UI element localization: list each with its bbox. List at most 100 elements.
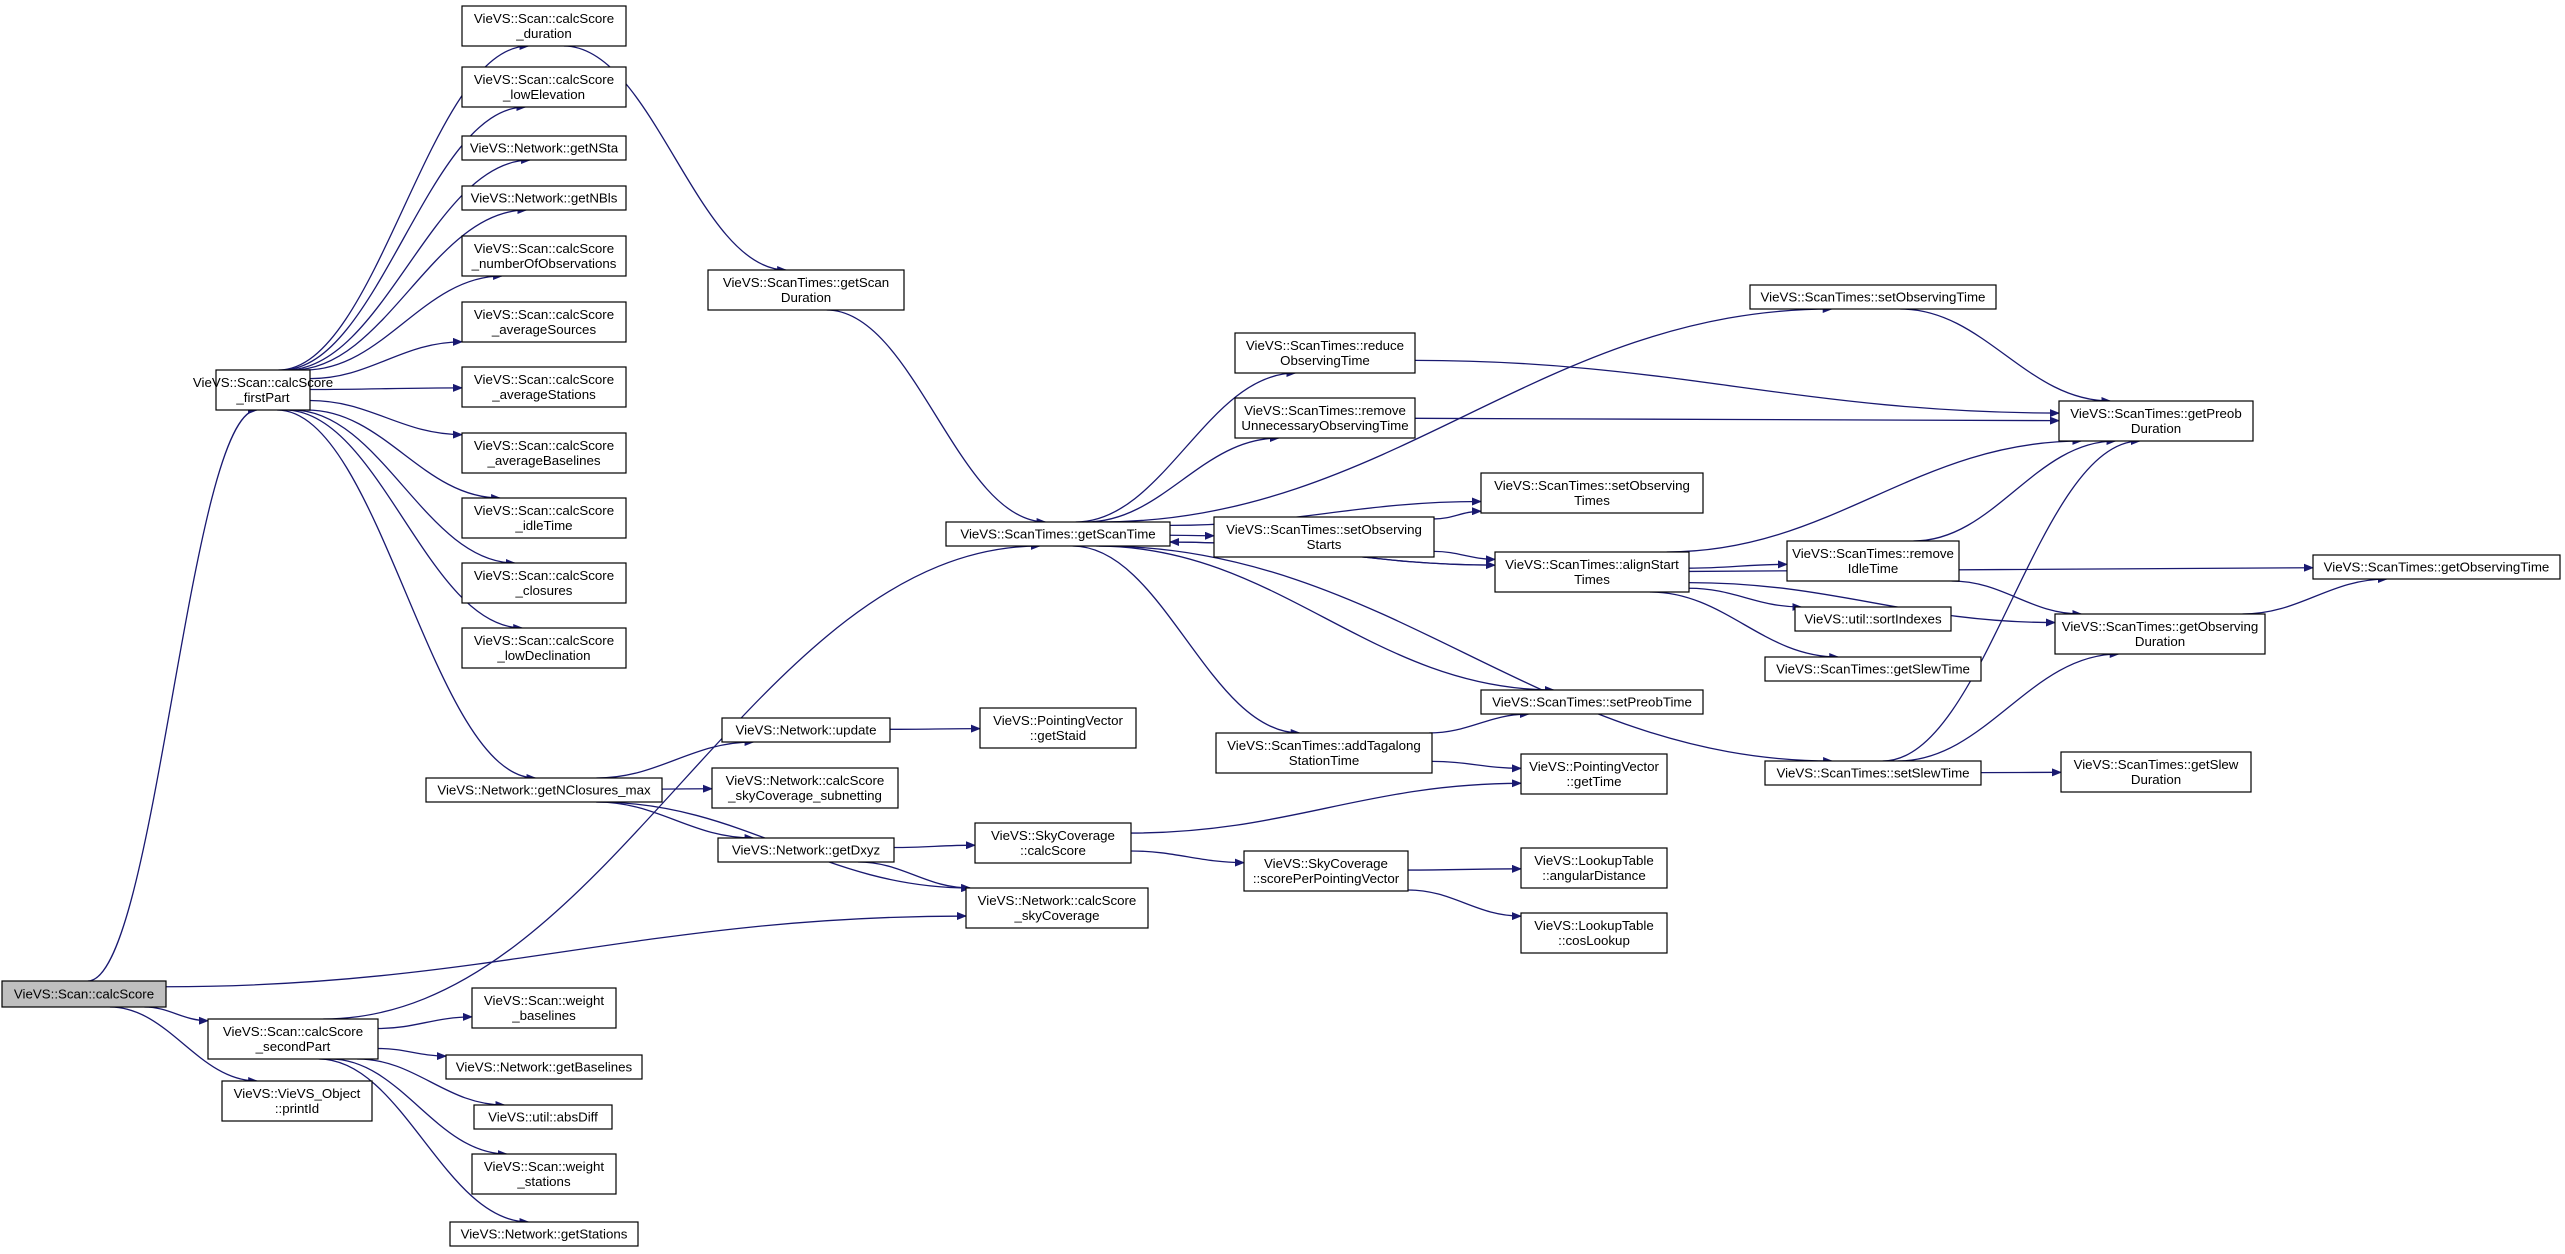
graph-node[interactable]: VieVS::Scan::calcScore_numberOfObservati… <box>461 235 627 277</box>
node-box[interactable] <box>965 887 1149 929</box>
graph-node[interactable]: VieVS::Network::getBaselines <box>445 1054 643 1080</box>
node-box[interactable] <box>1480 472 1704 514</box>
node-box[interactable] <box>1 980 167 1008</box>
graph-node[interactable]: VieVS::Network::getStations <box>449 1221 639 1247</box>
graph-node[interactable]: VieVS::Network::calcScore_skyCoverage <box>965 887 1149 929</box>
node-box[interactable] <box>461 235 627 277</box>
node-box[interactable] <box>1749 284 1997 310</box>
node-box[interactable] <box>721 717 891 743</box>
node-box[interactable] <box>1480 689 1704 715</box>
graph-node[interactable]: VieVS::PointingVector::getTime <box>1520 753 1668 795</box>
graph-node[interactable]: VieVS::util::absDiff <box>473 1104 613 1130</box>
node-box[interactable] <box>974 822 1132 864</box>
node-box[interactable] <box>461 301 627 343</box>
node-box[interactable] <box>1520 912 1668 954</box>
node-box[interactable] <box>461 562 627 604</box>
node-box[interactable] <box>461 185 627 211</box>
graph-node[interactable]: VieVS::Scan::calcScore <box>1 980 167 1008</box>
node-box[interactable] <box>1520 753 1668 795</box>
node-box[interactable] <box>717 837 895 863</box>
graph-node[interactable]: VieVS::ScanTimes::getSlewTime <box>1764 656 1982 682</box>
node-box[interactable] <box>1234 332 1416 374</box>
node-box[interactable] <box>461 432 627 474</box>
node-box[interactable] <box>1215 732 1433 774</box>
graph-node[interactable]: VieVS::ScanTimes::removeUnnecessaryObser… <box>1234 397 1416 439</box>
node-box[interactable] <box>1786 540 1960 582</box>
graph-node[interactable]: VieVS::ScanTimes::setSlewTime <box>1764 760 1982 786</box>
node-box[interactable] <box>1494 551 1690 593</box>
node-box[interactable] <box>461 627 627 669</box>
edge-n36-n40 <box>1913 437 2117 542</box>
node-box[interactable] <box>1794 606 1952 632</box>
node-box[interactable] <box>1213 516 1435 558</box>
graph-node[interactable]: VieVS::Network::calcScore_skyCoverage_su… <box>711 767 899 809</box>
node-box[interactable] <box>461 366 627 408</box>
graph-node[interactable]: VieVS::VieVS_Object::printId <box>221 1080 373 1122</box>
node-box[interactable] <box>1234 397 1416 439</box>
node-box[interactable] <box>461 5 627 47</box>
node-box[interactable] <box>1764 656 1982 682</box>
graph-node[interactable]: VieVS::Scan::calcScore_lowDeclination <box>461 627 627 669</box>
node-box[interactable] <box>945 521 1171 547</box>
graph-node[interactable]: VieVS::ScanTimes::setObservingTime <box>1749 284 1997 310</box>
node-box[interactable] <box>2060 751 2252 793</box>
node-box[interactable] <box>711 767 899 809</box>
node-box[interactable] <box>221 1080 373 1122</box>
node-box[interactable] <box>215 369 311 411</box>
graph-node[interactable]: VieVS::Network::getNClosures_max <box>425 777 663 803</box>
graph-node[interactable]: VieVS::Network::getNSta <box>461 135 627 161</box>
graph-node[interactable]: VieVS::Scan::calcScore_closures <box>461 562 627 604</box>
node-box[interactable] <box>1243 850 1409 892</box>
graph-node[interactable]: VieVS::Scan::calcScore_averageSources <box>461 301 627 343</box>
graph-node[interactable]: VieVS::PointingVector::getStaid <box>979 707 1137 749</box>
node-box[interactable] <box>461 66 627 108</box>
node-box[interactable] <box>979 707 1137 749</box>
graph-node[interactable]: VieVS::Scan::calcScore_secondPart <box>207 1018 379 1060</box>
graph-node[interactable]: VieVS::Scan::calcScore_lowElevation <box>461 66 627 108</box>
node-box[interactable] <box>707 269 905 311</box>
node-box[interactable] <box>1520 847 1668 889</box>
node-box[interactable] <box>461 135 627 161</box>
node-box[interactable] <box>471 987 617 1029</box>
node-box[interactable] <box>1764 760 1982 786</box>
node-box[interactable] <box>449 1221 639 1247</box>
graph-node[interactable]: VieVS::Scan::calcScore_idleTime <box>461 497 627 539</box>
node-box[interactable] <box>473 1104 613 1130</box>
node-box[interactable] <box>445 1054 643 1080</box>
graph-node[interactable]: VieVS::SkyCoverage::calcScore <box>974 822 1132 864</box>
graph-node[interactable]: VieVS::Scan::weight_baselines <box>471 987 617 1029</box>
graph-node[interactable]: VieVS::Network::getDxyz <box>717 837 895 863</box>
graph-node[interactable]: VieVS::Scan::calcScore_averageStations <box>461 366 627 408</box>
node-box[interactable] <box>461 497 627 539</box>
graph-node[interactable]: VieVS::Scan::weight_stations <box>471 1153 617 1195</box>
graph-node[interactable]: VieVS::ScanTimes::setPreobTime <box>1480 689 1704 715</box>
graph-node[interactable]: VieVS::Scan::calcScore_firstPart <box>193 369 333 411</box>
graph-node[interactable]: VieVS::LookupTable::angularDistance <box>1520 847 1668 889</box>
graph-node[interactable]: VieVS::Network::getNBls <box>461 185 627 211</box>
node-box[interactable] <box>2054 613 2266 655</box>
node-box[interactable] <box>425 777 663 803</box>
graph-node[interactable]: VieVS::Network::update <box>721 717 891 743</box>
graph-node[interactable]: VieVS::Scan::calcScore_averageBaselines <box>461 432 627 474</box>
graph-node[interactable]: VieVS::SkyCoverage::scorePerPointingVect… <box>1243 850 1409 892</box>
node-box[interactable] <box>471 1153 617 1195</box>
node-box[interactable] <box>2312 554 2561 580</box>
node-label: Duration <box>2135 634 2185 649</box>
graph-node[interactable]: VieVS::ScanTimes::getScanTime <box>945 521 1171 547</box>
graph-node[interactable]: VieVS::util::sortIndexes <box>1794 606 1952 632</box>
graph-node[interactable]: VieVS::Scan::calcScore_duration <box>461 5 627 47</box>
graph-node[interactable]: VieVS::LookupTable::cosLookup <box>1520 912 1668 954</box>
graph-node[interactable]: VieVS::ScanTimes::getObservingTime <box>2312 554 2561 580</box>
node-box[interactable] <box>207 1018 379 1060</box>
node-box[interactable] <box>2058 400 2254 442</box>
